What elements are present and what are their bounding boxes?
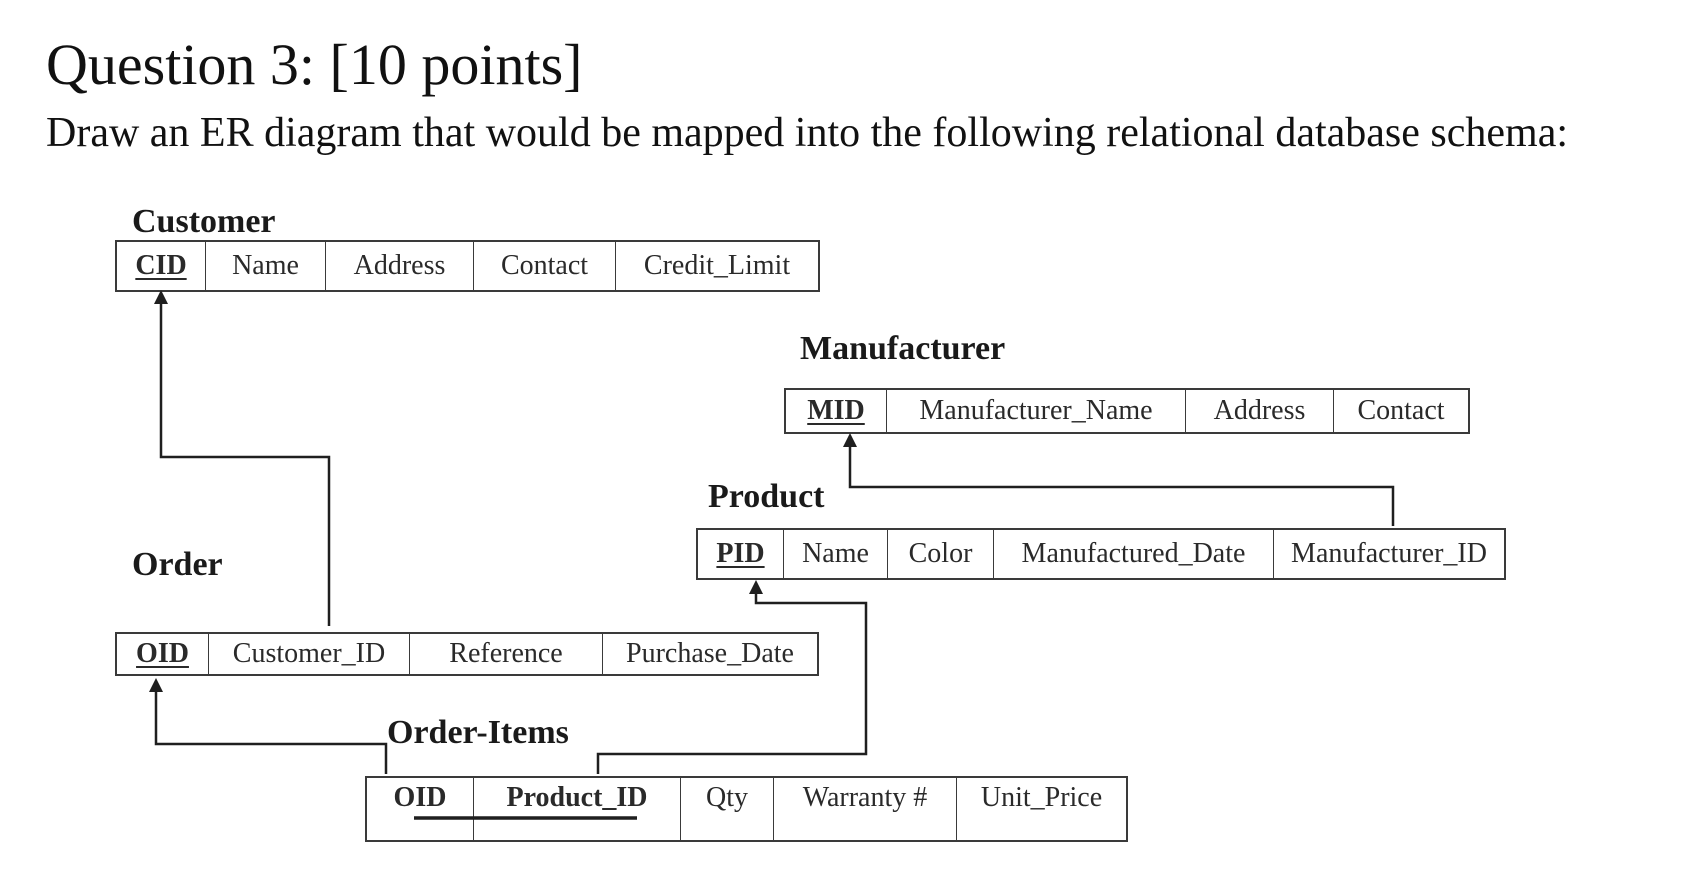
manufacturer-col-mid: MID	[786, 390, 887, 432]
fk-orderitems-order-arrow	[154, 682, 388, 774]
order-items-col-product-id: Product_ID	[474, 778, 681, 818]
order-items-col-warranty: Warranty #	[774, 778, 957, 818]
customer-col-cid: CID	[117, 242, 206, 290]
product-col-name: Name	[784, 530, 888, 578]
customer-col-credit-limit: Credit_Limit	[643, 250, 791, 281]
order-items-table-name: Order-Items	[387, 714, 569, 751]
manufacturer-table: MID Manufacturer_Name Address Contact	[784, 388, 1470, 434]
fk-order-customer-arrowhead	[154, 290, 168, 304]
product-col-manufactured-date: Manufactured_Date	[994, 530, 1274, 578]
order-items-col-oid: OID	[367, 778, 474, 818]
customer-col-address: Address	[326, 242, 474, 290]
manufacturer-col-address: Address	[1186, 390, 1334, 432]
product-table: PID Name Color Manufactured_Date Manufac…	[696, 528, 1506, 580]
manufacturer-col-manufacturer-name: Manufacturer_Name	[887, 390, 1186, 432]
product-col-color: Color	[888, 530, 994, 578]
product-col-manufacturer-id: Manufacturer_ID	[1291, 538, 1487, 569]
manufacturer-table-name: Manufacturer	[800, 330, 1006, 367]
order-items-col-qty: Qty	[681, 778, 774, 818]
order-col-purchase-date: Purchase_Date	[626, 638, 794, 669]
manufacturer-col-contact: Contact	[1357, 395, 1445, 426]
customer-col-contact: Contact	[474, 242, 616, 290]
product-table-name: Product	[708, 478, 825, 515]
order-col-oid: OID	[117, 634, 209, 674]
product-col-pid: PID	[698, 530, 784, 578]
fk-product-manufacturer-arrowhead	[843, 433, 857, 447]
question-text: Draw an ER diagram that would be mapped …	[46, 110, 1569, 156]
customer-col-name: Name	[206, 242, 326, 290]
order-table: OID Customer_ID Reference Purchase_Date	[115, 632, 819, 676]
order-table-name: Order	[132, 546, 223, 583]
fk-product-manufacturer-arrow	[848, 437, 1395, 526]
order-col-reference: Reference	[410, 634, 603, 674]
order-items-table: OID Product_ID Qty Warranty # Unit_Price	[365, 776, 1128, 842]
fk-orderitems-product-arrowhead	[749, 580, 763, 594]
question-title: Question 3: [10 points]	[46, 32, 583, 97]
order-items-col-unit-price: Unit_Price	[980, 782, 1103, 813]
fk-orderitems-order-arrowhead	[149, 678, 163, 692]
customer-table-name: Customer	[132, 203, 276, 240]
fk-orderitems-product-arrow	[596, 584, 868, 774]
customer-table: CID Name Address Contact Credit_Limit	[115, 240, 820, 292]
order-col-customer-id: Customer_ID	[209, 634, 410, 674]
